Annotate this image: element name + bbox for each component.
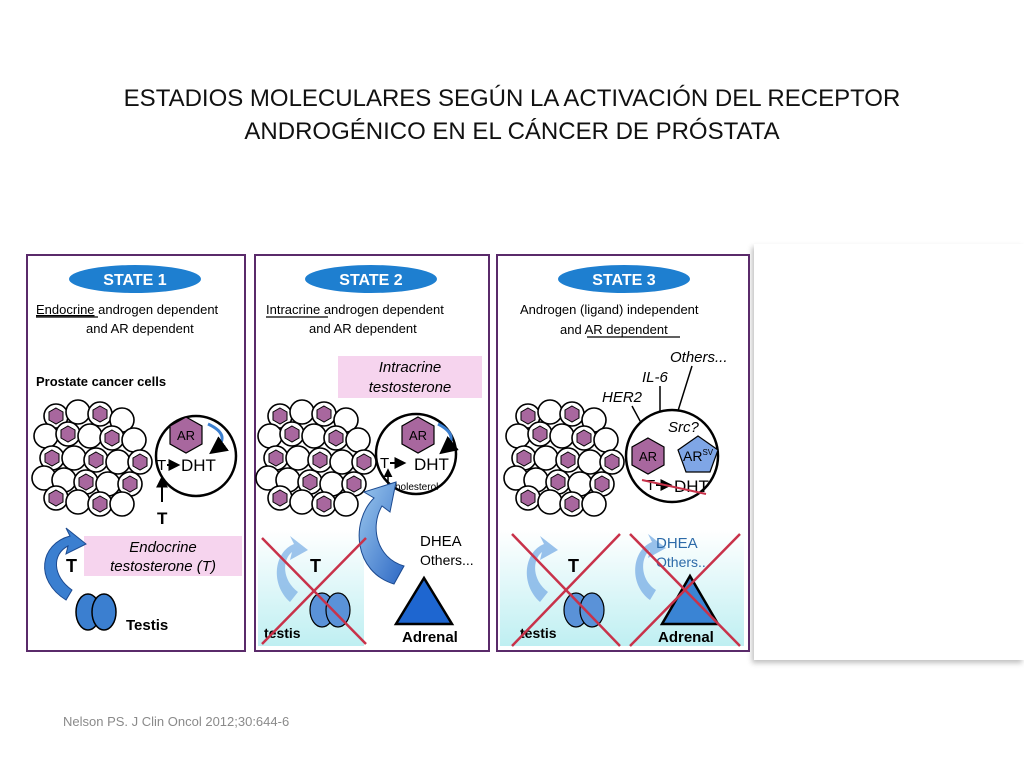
blank-panel [754,244,1024,660]
state2-ar-hexagon [401,416,435,454]
state3-faded-arrow-left [526,536,558,602]
state2-adrenal-label: Adrenal [402,629,458,646]
state3-desc-line2-pre: and [560,322,585,337]
state3-t-label: T [646,477,655,494]
state3-cross-a-line2 [511,533,621,647]
state3-arsv-pentagon [677,435,719,473]
svg-text:Intracrine androgen dependent: Intracrine androgen dependent [266,302,444,317]
state3-arsv-label: AR [683,448,702,464]
state2-box-line2: testosterone [369,379,452,396]
state1-testis-label: Testis [126,617,168,634]
state1-box-line1: Endocrine [129,539,197,556]
state1-t-big: T [66,556,77,576]
state3-big-cell [624,408,720,504]
state3-arsv-superscript: SV [702,448,713,457]
state2-testis-right [325,592,351,628]
state2-others-label: Others... [420,552,474,568]
state1-t-label: T [157,457,166,474]
state3-panel: STATE 3 Androgen (ligand) independent an… [496,254,750,652]
state3-pill-label: STATE 3 [592,272,656,289]
state1-desc-rest: androgen dependent [95,302,219,317]
state3-others2-label: Others... [656,554,710,570]
slide-title-line1: ESTADIOS MOLECULARES SEGÚN LA ACTIVACIÓN… [123,85,901,112]
ar-states-figure: STATE 1 Endocrine androgen dependent and… [26,254,750,652]
state3-cross-b-line2 [629,533,741,647]
state1-curved-arrow [44,527,87,601]
state1-box-line2: testosterone (T) [110,558,216,575]
state2-panel: STATE 2 Intracrine androgen dependent an… [254,254,490,652]
state2-cross-line-b [261,537,367,645]
state2-t-label: T [380,455,389,472]
state3-adrenal-label: Adrenal [658,629,714,646]
state3-faded-arrow-right [635,534,666,600]
state1-t-below: T [157,509,168,528]
state1-desc-underlined: Endocrine [36,302,95,317]
state1-ar-hexagon [169,416,203,454]
state1-pink-box [84,536,242,576]
state2-pink-box [338,356,482,398]
state2-dht-label: DHT [414,455,449,474]
state2-pill-label: STATE 2 [339,272,403,289]
state1-testis-right [91,593,117,631]
state1-pill [69,265,201,293]
state2-dhea-label: DHEA [420,533,462,550]
svg-text:Endocrine androgen dependent: Endocrine androgen dependent [36,302,219,317]
slide-title-line2: ANDROGÉNICO EN EL CÁNCER DE PRÓSTATA [244,118,780,145]
svg-text:ARSV: ARSV [683,448,714,464]
state2-adrenal-triangle [393,575,455,626]
state2-box-line1: Intracrine [379,359,442,376]
state1-ar-label: AR [177,428,195,443]
state2-t-big: T [310,556,321,576]
state3-t-big: T [568,556,579,576]
state2-cholesterol-label: cholesterol [390,482,438,493]
state3-il6-label: IL-6 [642,369,669,386]
state3-src-label: Src? [668,419,700,436]
state3-testis-right [579,592,605,628]
slide-title: ESTADIOS MOLECULARES SEGÚN LA ACTIVACIÓN… [0,82,1024,148]
state1-panel: STATE 1 Endocrine androgen dependent and… [26,254,246,652]
state3-others-label: Others... [670,349,728,366]
state2-pill [305,265,437,293]
state2-desc-underlined: Intracrine [266,302,320,317]
state3-dht-strike [641,479,707,495]
state3-dht-label: DHT [674,477,709,496]
state3-her2-label: HER2 [602,389,643,406]
state1-dht-label: DHT [181,456,216,475]
state2-faded-arrow [276,536,308,602]
state2-dhea-arrow [358,481,405,585]
state3-dhea-label: DHEA [656,535,698,552]
state2-testis-label: testis [264,625,301,641]
state3-pill [558,265,690,293]
state1-desc-line2: and AR dependent [86,321,194,336]
state2-desc-rest: androgen dependent [320,302,444,317]
state2-desc-line2: and AR dependent [309,321,417,336]
state2-ar-label: AR [409,428,427,443]
state3-desc-line1: Androgen (ligand) independent [520,302,699,317]
svg-text:and AR dependent: and AR dependent [560,322,668,337]
state1-pill-label: STATE 1 [103,272,167,289]
citation: Nelson PS. J Clin Oncol 2012;30:644-6 [63,714,290,729]
state3-ar-label: AR [639,449,657,464]
state3-ar-hexagon [631,437,665,475]
state1-cells-label: Prostate cancer cells [36,374,166,389]
state3-desc-line2-underlined: AR dependent [585,322,669,337]
